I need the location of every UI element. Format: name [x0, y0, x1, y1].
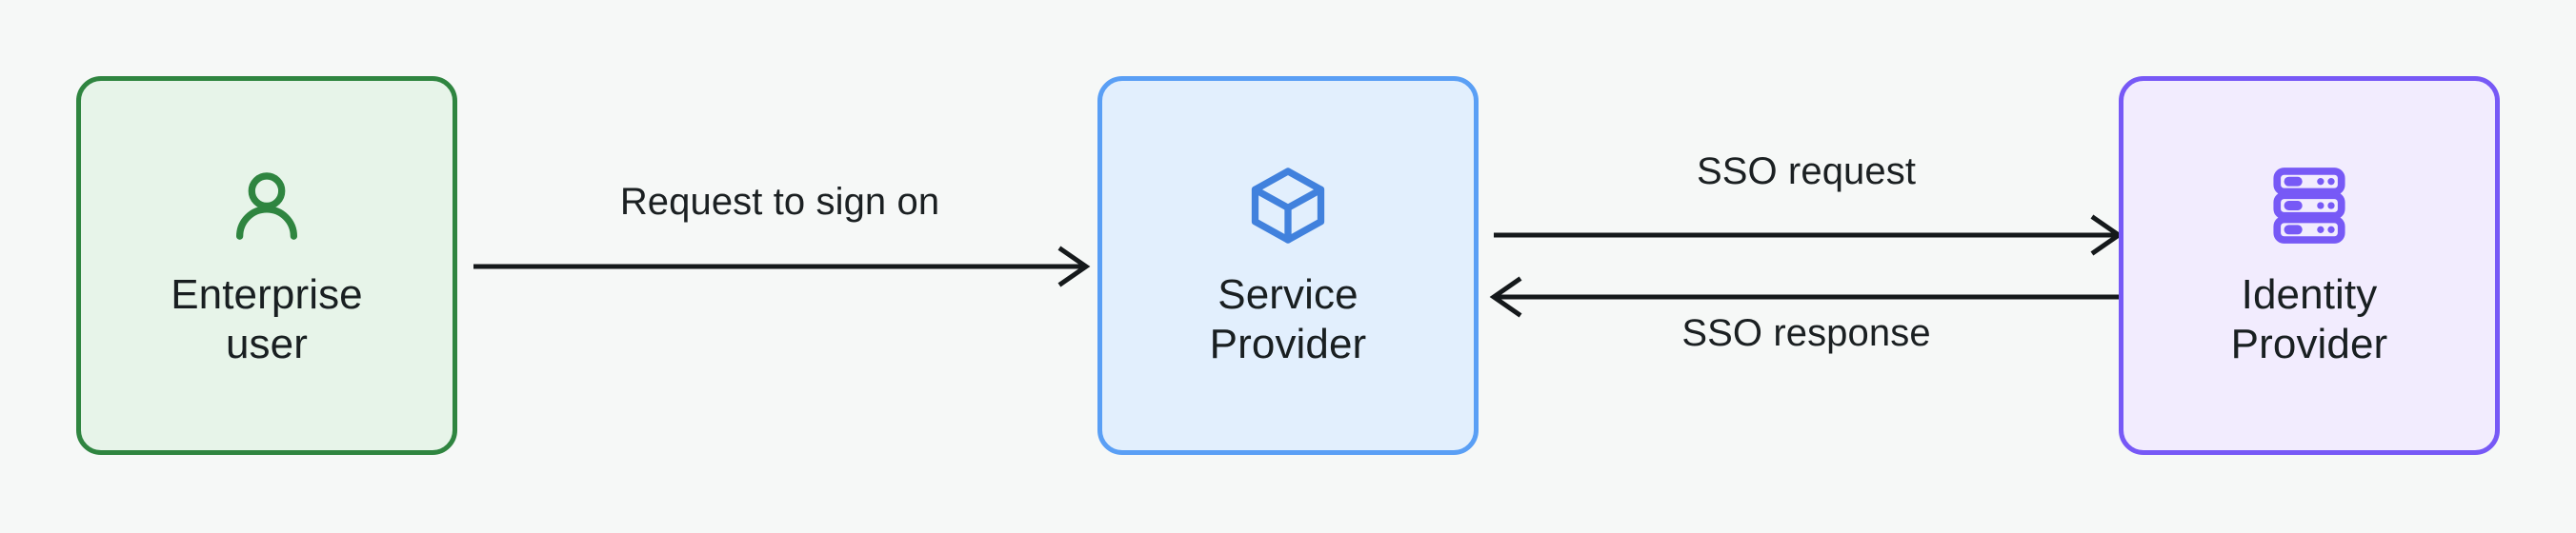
node-identity-provider[interactable]: Identity Provider: [2119, 76, 2500, 455]
node-label-service-provider: Service Provider: [1209, 271, 1367, 367]
node-service-provider[interactable]: Service Provider: [1097, 76, 1479, 455]
edge-label-sso-response: SSO response: [1681, 312, 1931, 354]
node-enterprise-user[interactable]: Enterprise user: [76, 76, 457, 455]
cube-icon: [1244, 162, 1332, 249]
user-icon: [223, 162, 311, 249]
arrow-sso-response: [1489, 276, 2119, 318]
server-rack-icon: [2265, 162, 2353, 249]
node-label-identity-provider: Identity Provider: [2230, 271, 2388, 367]
node-label-enterprise-user: Enterprise user: [171, 271, 363, 367]
edge-label-request-to-sign-on: Request to sign on: [619, 181, 940, 223]
arrow-sso-request: [1494, 214, 2123, 256]
edge-label-sso-request: SSO request: [1696, 150, 1917, 192]
arrow-request-to-sign-on: [473, 246, 1091, 287]
